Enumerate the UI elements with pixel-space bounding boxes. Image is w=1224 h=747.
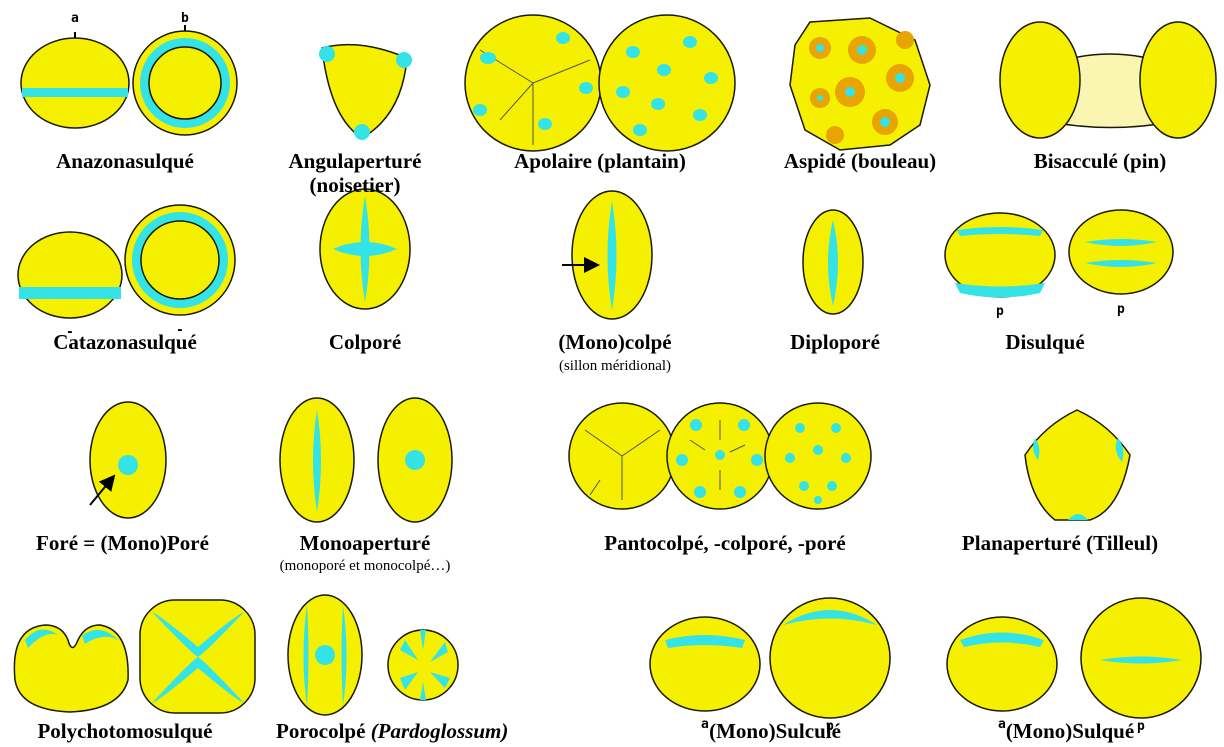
- label-sulque: (Mono)Sulqué: [985, 720, 1155, 743]
- label-monocolpe: (Mono)colpé: [530, 331, 700, 354]
- planaperture-grain: [1025, 410, 1130, 520]
- disulque-grain-a: p: [945, 213, 1055, 319]
- catazona-polar-grain: -: [125, 205, 235, 338]
- apolar-grain-a: [465, 15, 601, 151]
- label-catazonasulque: Catazonasulqué: [20, 331, 230, 354]
- porocolpe-grain-b: [388, 630, 458, 700]
- colpore-grain: [320, 189, 410, 309]
- label-polychotomosulque: Polychotomosulqué: [5, 720, 245, 743]
- label-porocolpe: Porocolpé (Pardoglossum): [276, 720, 506, 743]
- sulcule-grain-a: a: [650, 617, 760, 732]
- polycho-polar-grain: [140, 600, 255, 713]
- polycho-side-grain: [14, 625, 128, 712]
- aspide-grain: [790, 18, 930, 150]
- letter-p1: p: [996, 304, 1004, 319]
- anazona-polar-grain: b: [133, 11, 237, 135]
- sulque-grain-a: a: [947, 617, 1057, 732]
- label-apolaire: Apolaire (plantain): [485, 150, 715, 173]
- anazona-side-grain: a: [21, 11, 129, 128]
- label-porocolpe-italic: (Pardoglossum): [371, 719, 509, 743]
- label-bisaccule: Bisacculé (pin): [1000, 150, 1200, 173]
- label-angulaperture: Angulaperturé: [255, 150, 455, 173]
- panto-grain-a: [569, 403, 675, 509]
- sub-monoaperture: (monoporé et monocolpé…): [255, 558, 475, 575]
- letter-a: a: [71, 11, 79, 26]
- catazona-side-grain: -: [18, 232, 122, 340]
- bisaccate-grain: [1000, 22, 1216, 138]
- letter-b: b: [181, 11, 189, 26]
- label-sulcule: (Mono)Sulculé: [690, 720, 860, 743]
- letter-p2: p: [1117, 302, 1125, 317]
- label-colpore: Colporé: [300, 331, 430, 354]
- label-monoaperture: Monoaperturé: [275, 532, 455, 555]
- sub-monocolpe: (sillon méridional): [510, 358, 720, 375]
- label-porocolpe-main: Porocolpé: [276, 719, 365, 743]
- label-planaperture: Planaperturé (Tilleul): [930, 532, 1190, 555]
- monoaperture-grain-colpe: [280, 398, 354, 522]
- monoaperture-grain-pore: [378, 398, 452, 522]
- label-aspide: Aspidé (bouleau): [770, 150, 950, 173]
- label-anazonasulque: Anazonasulqué: [20, 150, 230, 173]
- label-panto: Pantocolpé, -colporé, -poré: [560, 532, 890, 555]
- triangle-pores-grain: [319, 45, 412, 140]
- label-disulque: Disulqué: [975, 331, 1115, 354]
- apolar-grain-b: [599, 15, 735, 151]
- monocolpe-grain: [562, 191, 652, 319]
- panto-grain-b: [667, 403, 773, 509]
- fore-grain: [90, 402, 166, 518]
- sulcule-grain-b: p: [770, 598, 890, 734]
- panto-grain-c: [765, 403, 871, 509]
- label-angulaperture-2: (noisetier): [255, 174, 455, 197]
- sulque-grain-b: p: [1081, 598, 1201, 734]
- label-fore: Foré = (Mono)Poré: [5, 532, 240, 555]
- disulque-grain-b: p: [1069, 210, 1173, 317]
- diplopore-grain: [803, 210, 863, 314]
- porocolpe-grain-a: [288, 595, 362, 715]
- label-diplopore: Diploporé: [765, 331, 905, 354]
